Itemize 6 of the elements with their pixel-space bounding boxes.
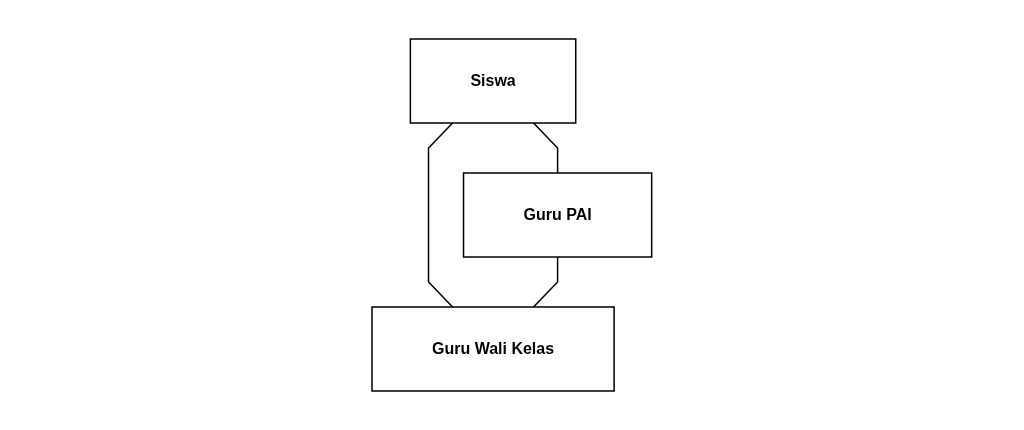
node-box: Guru Wali Kelas bbox=[371, 306, 615, 392]
node-box: Guru PAI bbox=[462, 172, 653, 258]
connector bbox=[532, 122, 559, 174]
connector bbox=[427, 122, 454, 308]
connector bbox=[532, 256, 559, 308]
node-box: Siswa bbox=[409, 38, 577, 124]
